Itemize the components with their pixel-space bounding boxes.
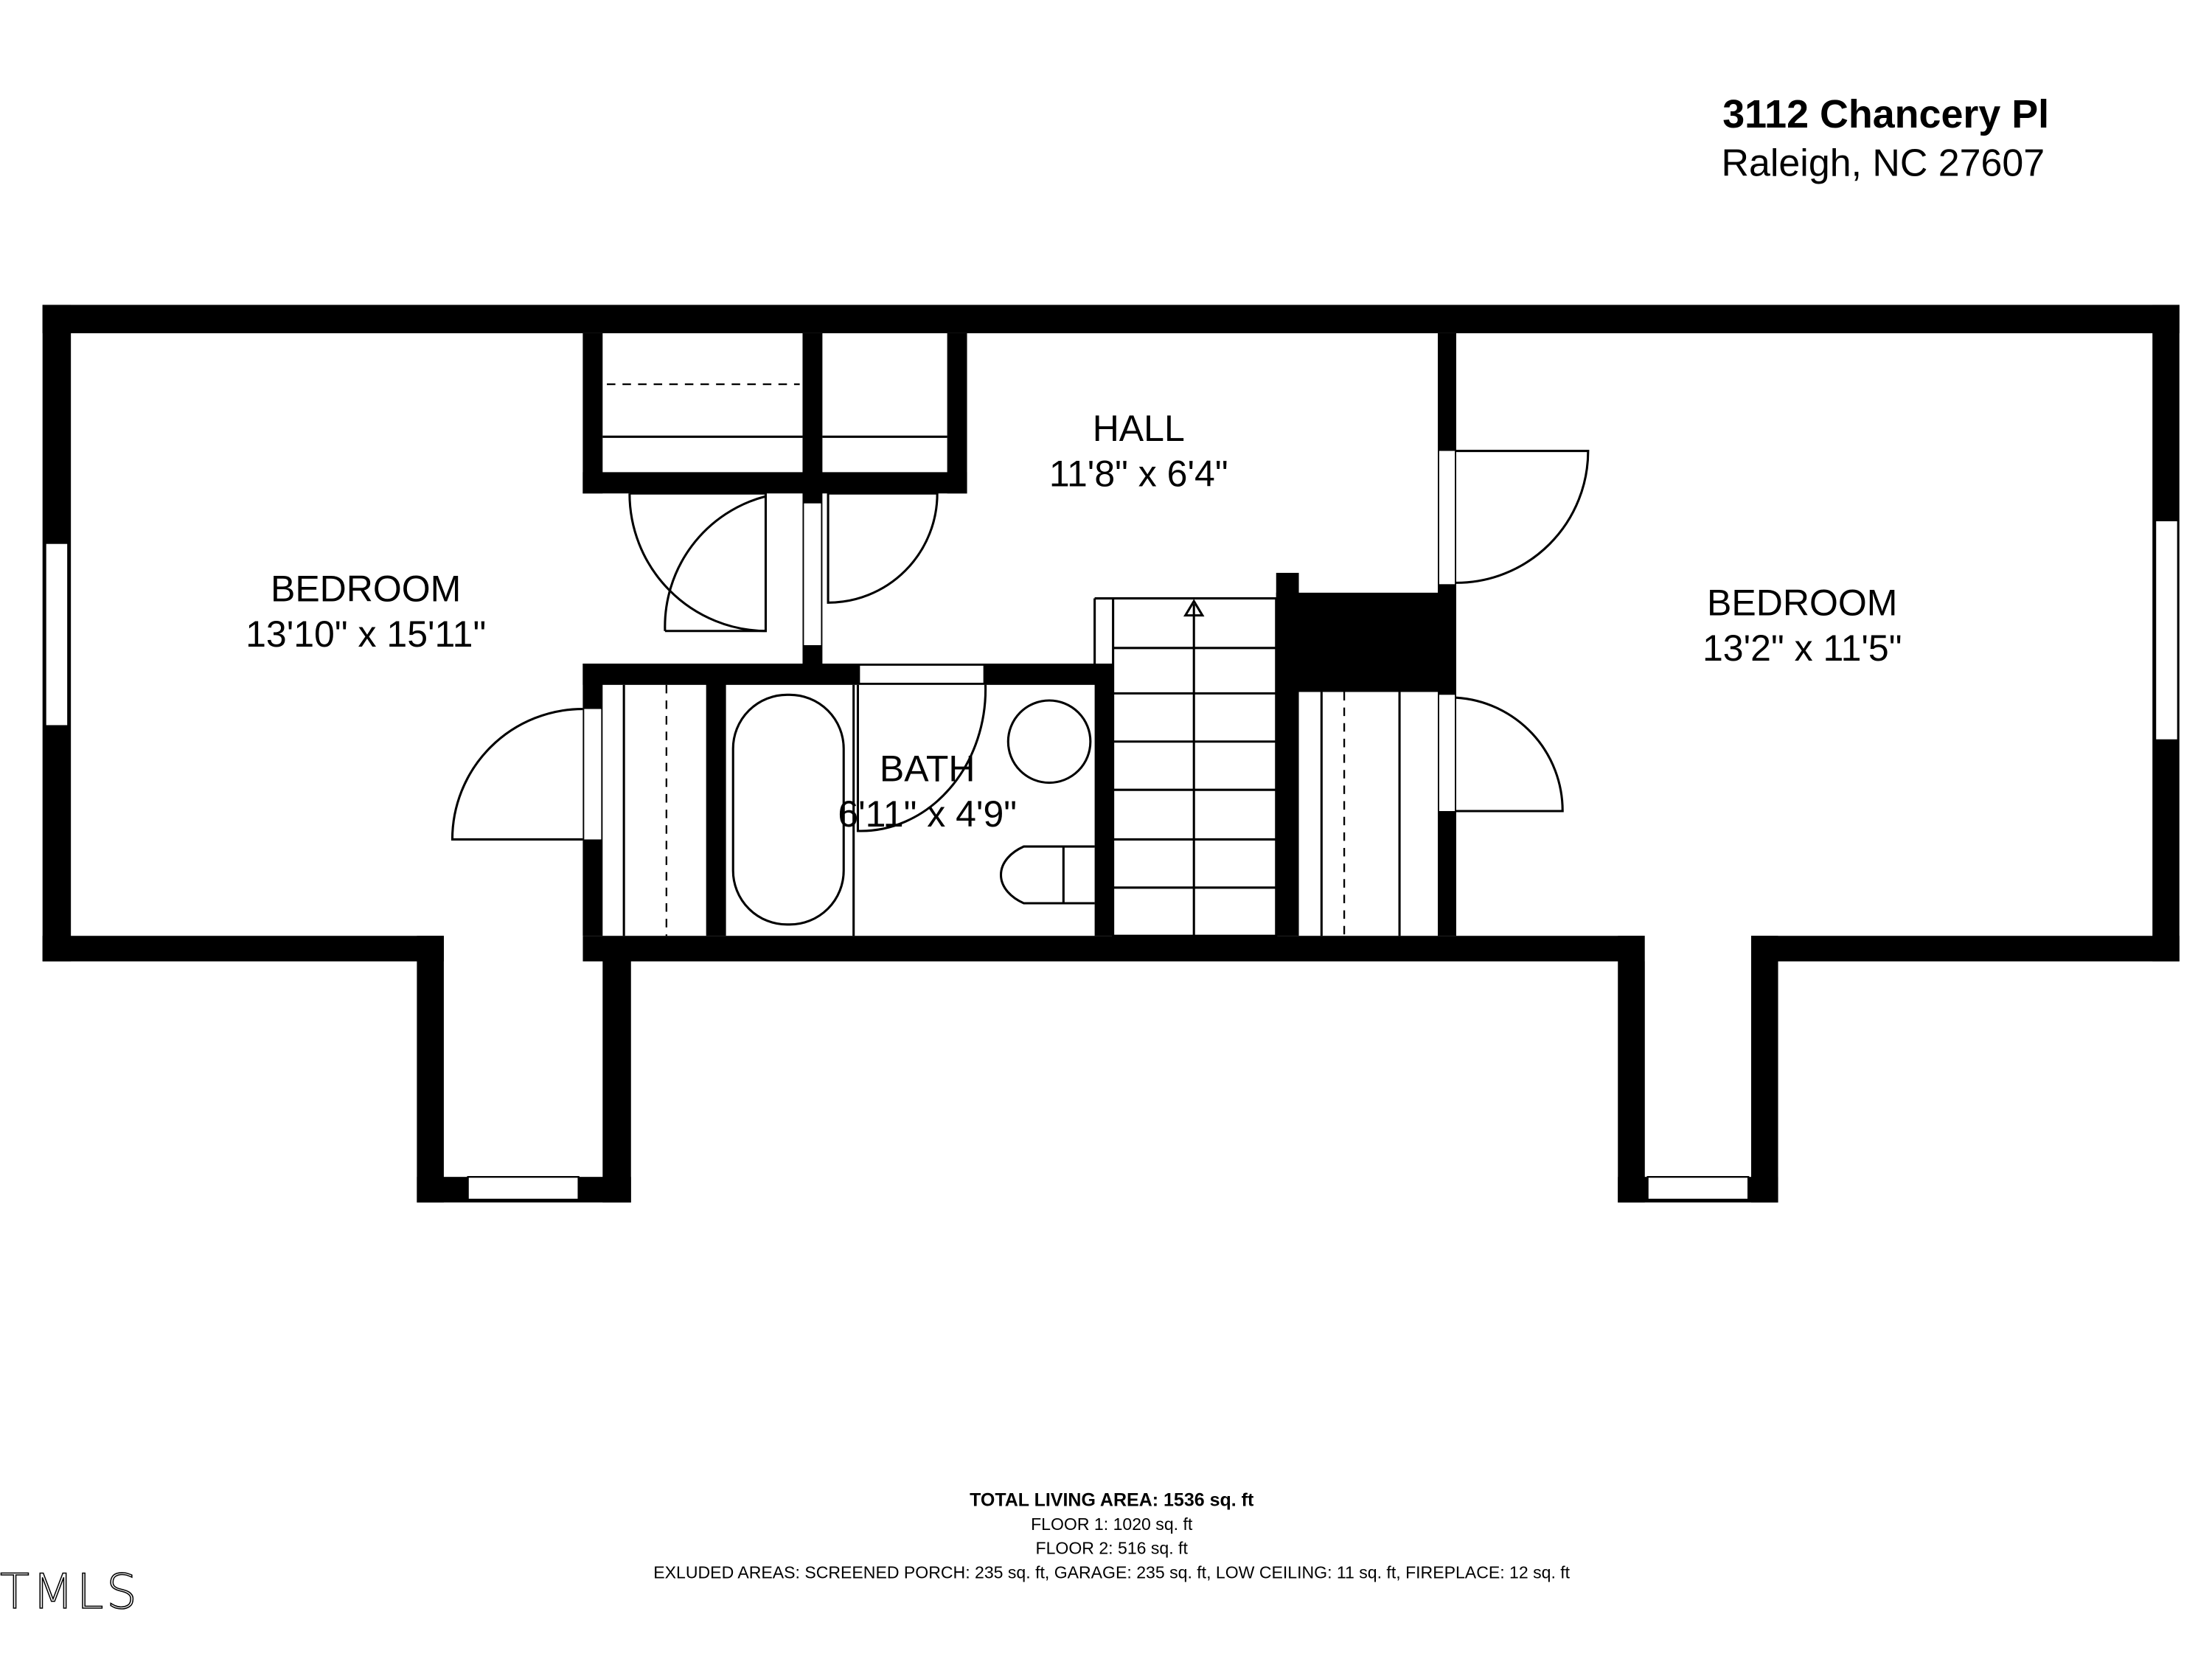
room-name-hall: HALL [1093, 408, 1185, 449]
room-name-bedroom-1: BEDROOM [271, 568, 461, 609]
bathtub [731, 693, 845, 926]
toilet [999, 845, 1095, 905]
address-line1: 3112 Chancery Pl [1722, 92, 2049, 136]
room-name-bath: BATH [880, 748, 975, 790]
floor-1-area: FLOOR 1: 1020 sq. ft [1031, 1514, 1193, 1534]
floor-2-area: FLOOR 2: 516 sq. ft [1036, 1539, 1189, 1558]
total-living-area: TOTAL LIVING AREA: 1536 sq. ft [970, 1489, 1254, 1510]
excluded-areas: EXLUDED AREAS: SCREENED PORCH: 235 sq. f… [653, 1562, 1570, 1582]
room-size-bath: 6'11" x 4'9" [838, 793, 1017, 835]
room-labels: BEDROOM 13'10" x 15'11" HALL 11'8" x 6'4… [246, 408, 1902, 835]
mls-watermark: TMLS [0, 1564, 140, 1620]
room-size-bedroom-1: 13'10" x 15'11" [246, 613, 486, 655]
room-size-hall: 11'8" x 6'4" [1049, 453, 1228, 495]
area-summary: TOTAL LIVING AREA: 1536 sq. ft FLOOR 1: … [653, 1489, 1570, 1582]
room-size-bedroom-2: 13'2" x 11'5" [1703, 627, 1902, 669]
sink [1006, 699, 1092, 785]
room-name-bedroom-2: BEDROOM [1707, 582, 1897, 624]
fixtures [451, 383, 1590, 937]
windows-and-openings [44, 451, 2179, 1201]
address-line2: Raleigh, NC 27607 [1722, 142, 2045, 184]
walls [42, 305, 2180, 1203]
door-swing [628, 492, 767, 633]
stairs [1093, 597, 1278, 937]
